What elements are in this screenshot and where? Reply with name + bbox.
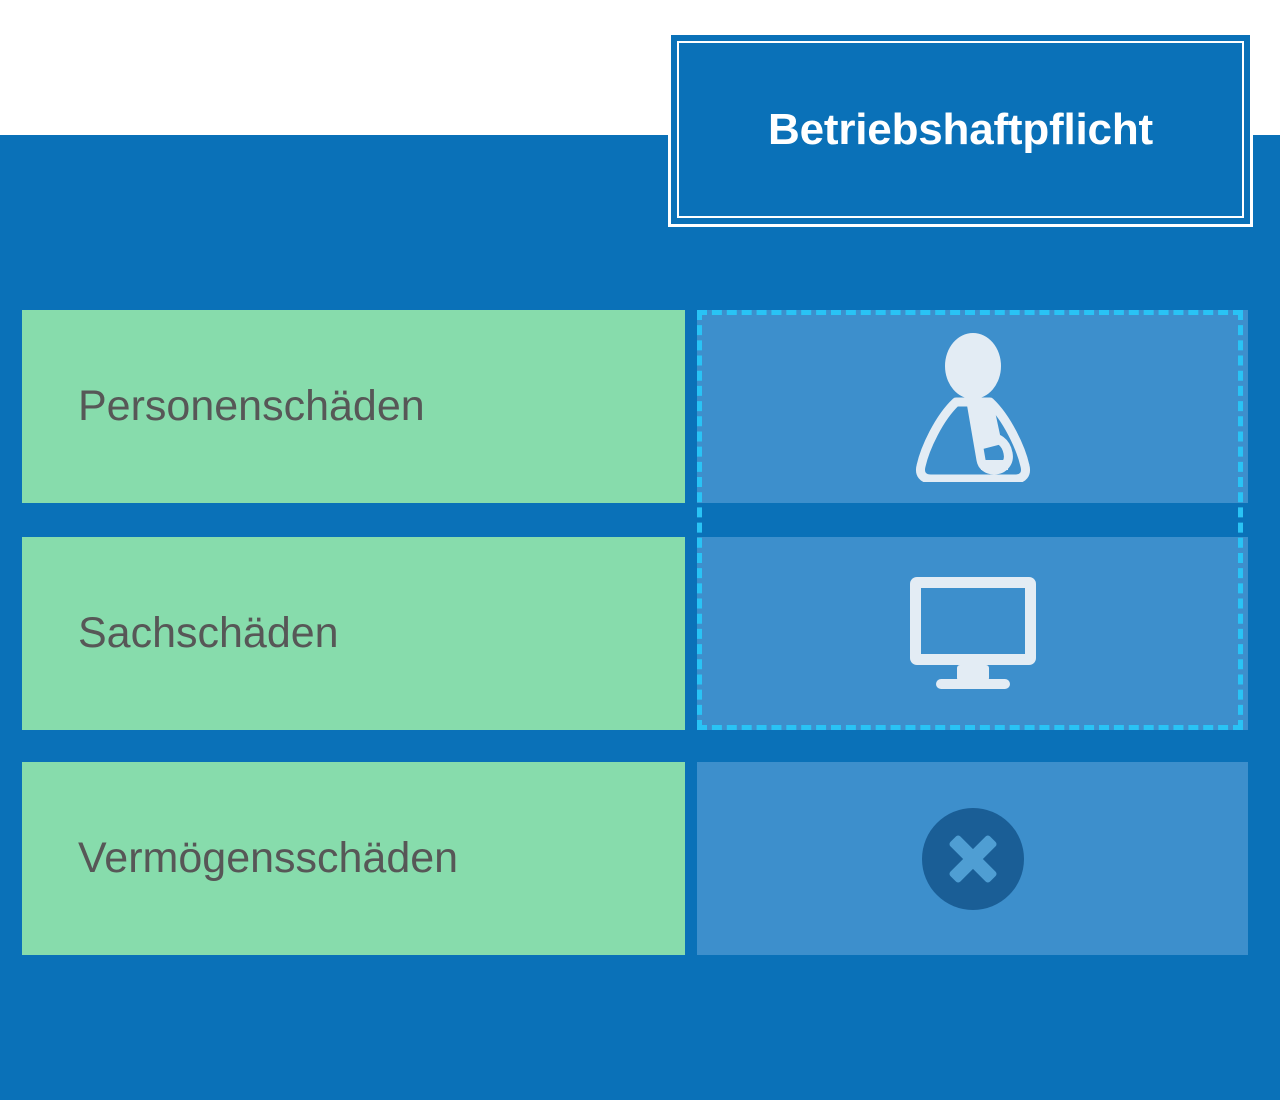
row-label: Sachschäden (78, 608, 339, 657)
row-label-box-personenschaeden: Personenschäden (22, 310, 685, 503)
computer-monitor-icon (898, 569, 1048, 699)
row-label-box-vermoegensschaeden: Vermögensschäden (22, 762, 685, 955)
person-arm-sling-icon (909, 332, 1037, 482)
row-label-box-sachschaeden: Sachschäden (22, 537, 685, 730)
table-row: Sachschäden (22, 537, 1248, 730)
row-icon-box-vermoegensschaeden (697, 762, 1248, 955)
x-circle-icon (921, 807, 1024, 910)
page-title: Betriebshaftpflicht (768, 104, 1153, 154)
table-row: Personenschäden (22, 310, 1248, 503)
row-label: Personenschäden (78, 381, 425, 430)
row-icon-box-personenschaeden (697, 310, 1248, 503)
title-card: Betriebshaftpflicht (668, 32, 1253, 227)
table-row: Vermögensschäden (22, 762, 1248, 955)
row-label: Vermögensschäden (78, 833, 459, 882)
row-icon-box-sachschaeden (697, 537, 1248, 730)
